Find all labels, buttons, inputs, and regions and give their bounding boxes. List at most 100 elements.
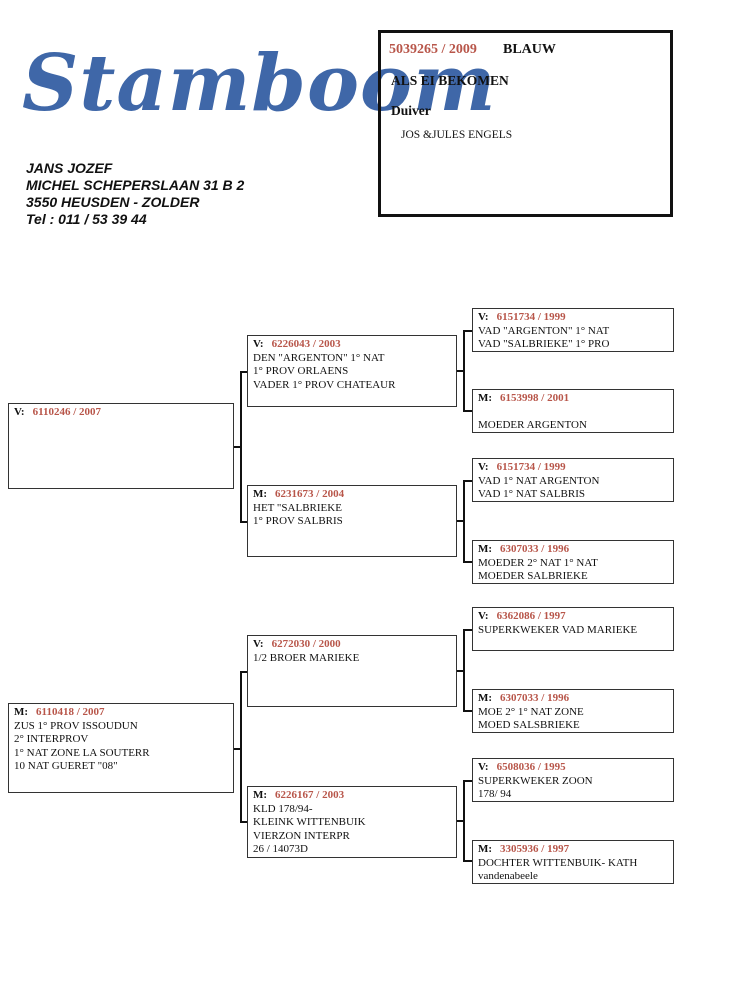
ring-number: 6151734 / 1999 <box>496 311 566 323</box>
pedigree-header: M: 6307033 / 1996 <box>478 692 668 706</box>
pedigree-header: V: 6272030 / 2000 <box>253 638 451 652</box>
bird-info-box: 5039265 / 2009 BLAUW ALS EI BEKOMEN Duiv… <box>378 30 673 217</box>
bird-breeder: JOS &JULES ENGELS <box>401 129 513 141</box>
connector <box>463 780 465 862</box>
pedigree-line: VAD "ARGENTON" 1° NAT <box>478 324 610 337</box>
sex-prefix: V: <box>478 761 489 773</box>
pedigree-line: ZUS 1° PROV ISSOUDUN <box>14 719 138 732</box>
pedigree-line: VAD 1° NAT SALBRIS <box>478 488 585 500</box>
connector <box>457 670 463 672</box>
connector <box>463 629 472 631</box>
pedigree-header: V: 6110246 / 2007 <box>14 406 228 420</box>
pedigree-header: M: 6231673 / 2004 <box>253 488 451 502</box>
pedigree-header: V: 6151734 / 1999 <box>478 311 668 325</box>
connector <box>463 629 465 712</box>
pedigree-line: VAD 1° NAT ARGENTON <box>478 474 600 487</box>
bird-color: BLAUW <box>503 42 556 57</box>
ring-number: 3305936 / 1997 <box>500 843 570 855</box>
sex-prefix: V: <box>14 406 25 418</box>
pedigree-line <box>478 406 668 419</box>
pedigree-line: VAD "SALBRIEKE" 1° PRO <box>478 338 610 350</box>
pedigree-header: M: 6307033 / 1996 <box>478 543 668 557</box>
connector <box>240 371 247 373</box>
ring-number: 6226167 / 2003 <box>275 789 345 801</box>
pedigree-line: 1° PROV ORLAENS <box>253 365 349 377</box>
sex-prefix: V: <box>478 311 489 323</box>
sex-prefix: M: <box>253 488 268 500</box>
pedigree-line: SUPERKWEKER VAD MARIEKE <box>478 623 638 636</box>
connector <box>240 371 242 522</box>
sex-prefix: M: <box>478 543 493 555</box>
ring-number: 6110418 / 2007 <box>36 706 105 718</box>
pedigree-header: V: 6226043 / 2003 <box>253 338 451 352</box>
connector <box>457 820 463 822</box>
pedigree-line: vandenabeele <box>478 870 538 882</box>
ring-number: 6110246 / 2007 <box>32 406 102 418</box>
ring-number: 6508036 / 1995 <box>496 761 566 773</box>
owner-phone: Tel : 011 / 53 39 44 <box>26 211 147 227</box>
ring-number: 6151734 / 1999 <box>496 461 566 473</box>
ring-number: 6272030 / 2000 <box>271 638 341 650</box>
owner-name: JANS JOZEF <box>26 160 113 176</box>
pedigree-line: KLEINK WITTENBUIK <box>253 816 366 828</box>
sex-prefix: V: <box>478 610 489 622</box>
pedigree-line: 178/ 94 <box>478 788 512 800</box>
pedigree-header: M: 6110418 / 2007 <box>14 706 228 720</box>
connector <box>234 446 240 448</box>
ring-number: 6231673 / 2004 <box>275 488 345 500</box>
connector <box>463 330 465 412</box>
sex-prefix: M: <box>14 706 29 718</box>
ring-number: 6226043 / 2003 <box>271 338 341 350</box>
connector <box>463 860 472 862</box>
pedigree-line: 1° PROV SALBRIS <box>253 515 343 527</box>
sex-prefix: M: <box>478 843 493 855</box>
connector <box>457 520 463 522</box>
bird-ring-number: 5039265 / 2009 <box>389 42 477 57</box>
ring-number: 6362086 / 1997 <box>496 610 566 622</box>
connector <box>463 410 472 412</box>
pedigree-line: DOCHTER WITTENBUIK- KATH <box>478 856 638 869</box>
connector <box>463 710 472 712</box>
pedigree-header: V: 6151734 / 1999 <box>478 461 668 475</box>
pedigree-line: 26 / 14073D <box>253 843 308 855</box>
pedigree-line: VIERZON INTERPR <box>253 829 350 842</box>
ring-number: 6307033 / 1996 <box>500 543 570 555</box>
pedigree-line: MOEDER SALBRIEKE <box>478 570 588 582</box>
sex-prefix: V: <box>478 461 489 473</box>
connector <box>463 780 472 782</box>
pedigree-line: 1° NAT ZONE LA SOUTERR <box>14 746 150 759</box>
pedigree-line: HET "SALBRIEKE <box>253 501 342 514</box>
pedigree-header: M: 6226167 / 2003 <box>253 789 451 803</box>
sex-prefix: M: <box>253 789 268 801</box>
pedigree-line: MOEDER ARGENTON <box>478 418 587 431</box>
sex-prefix: V: <box>253 638 264 650</box>
connector <box>463 330 472 332</box>
pedigree-line: MOEDER 2° NAT 1° NAT <box>478 556 598 569</box>
pedigree-line: SUPERKWEKER ZOON <box>478 774 593 787</box>
connector <box>240 671 242 822</box>
owner-address: JANS JOZEF MICHEL SCHEPERSLAAN 31 B 2 35… <box>26 160 244 228</box>
sex-prefix: M: <box>478 692 493 704</box>
ring-number: 6307033 / 1996 <box>500 692 570 704</box>
connector <box>463 480 465 563</box>
pedigree-line: 2° INTERPROV <box>14 733 89 745</box>
connector <box>463 561 472 563</box>
pedigree-father: V: 6110246 / 2007 <box>8 403 234 489</box>
pedigree-header: M:6153998 / 2001 <box>478 392 668 406</box>
pedigree-line: KLD 178/94- <box>253 802 313 815</box>
sex-prefix: V: <box>253 338 264 350</box>
owner-street: MICHEL SCHEPERSLAAN 31 B 2 <box>26 177 245 193</box>
pedigree-header: V: 6362086 / 1997 <box>478 610 668 624</box>
